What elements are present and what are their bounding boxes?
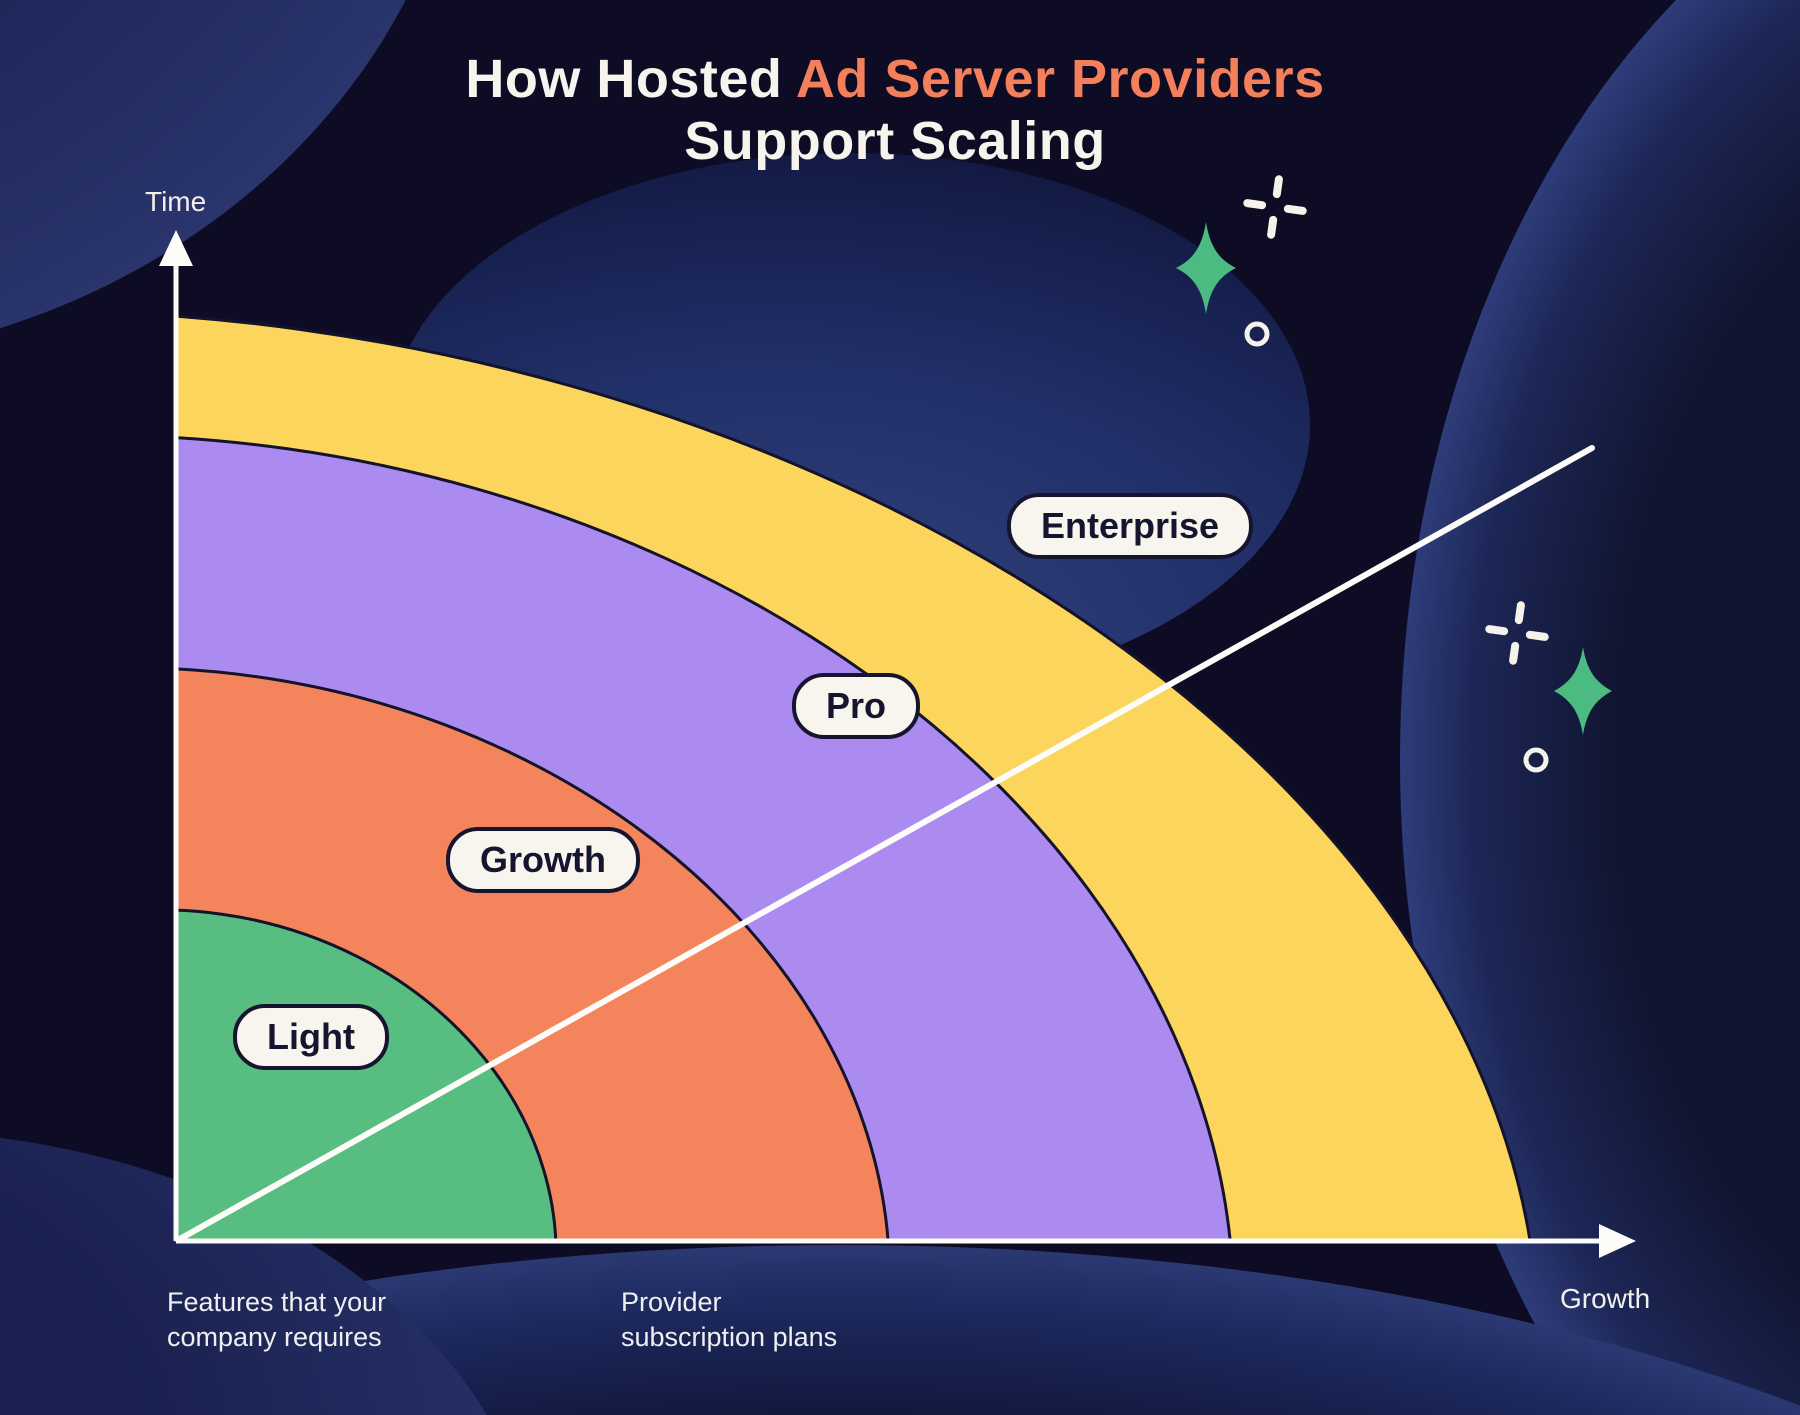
page-title-line-1: How Hosted Ad Server Providers [465,48,1324,110]
caption-features: Features that your company requires [167,1285,386,1355]
x-axis-label: Growth [1560,1283,1651,1314]
page-title: How Hosted Ad Server Providers Support S… [465,48,1324,172]
tier-badge-light: Light [233,1004,389,1070]
sparkle-cross-icon [1485,601,1549,665]
sparkle-cross-icon [1243,175,1307,239]
y-axis-label: Time [145,186,207,217]
tier-badge-enterprise: Enterprise [1006,493,1254,559]
ring-light [176,908,558,1241]
sparkle-circle-icon [1244,321,1270,347]
tier-badge-pro: Pro [791,673,921,739]
caption-plans: Provider subscription plans [621,1285,837,1355]
caption-features-line-2: company requires [167,1322,382,1352]
caption-features-line-1: Features that your [167,1287,387,1317]
sparkle-circle-icon [1523,747,1549,773]
ring-growth [176,666,891,1241]
caption-plans-line-2: subscription plans [621,1322,838,1352]
bg-swirl-right [1400,0,1800,1415]
ring-pro [176,433,1236,1241]
caption-plans-line-1: Provider [621,1287,722,1317]
diagonal-trend-line [175,445,1595,1243]
x-axis-arrow-icon [1599,1224,1636,1258]
y-axis-arrow-icon [159,230,193,266]
tier-badge-growth: Growth [446,827,640,893]
bg-swirl-bottom-left [0,1137,487,1415]
title-accent-part: Ad Server Providers [795,49,1325,109]
bg-swirl-top-left [0,0,406,329]
title-white-part: How Hosted [465,49,783,109]
sparkle-star-icon [1176,222,1236,314]
page-title-line-2: Support Scaling [684,111,1106,171]
sparkle-star-icon [1554,647,1612,735]
